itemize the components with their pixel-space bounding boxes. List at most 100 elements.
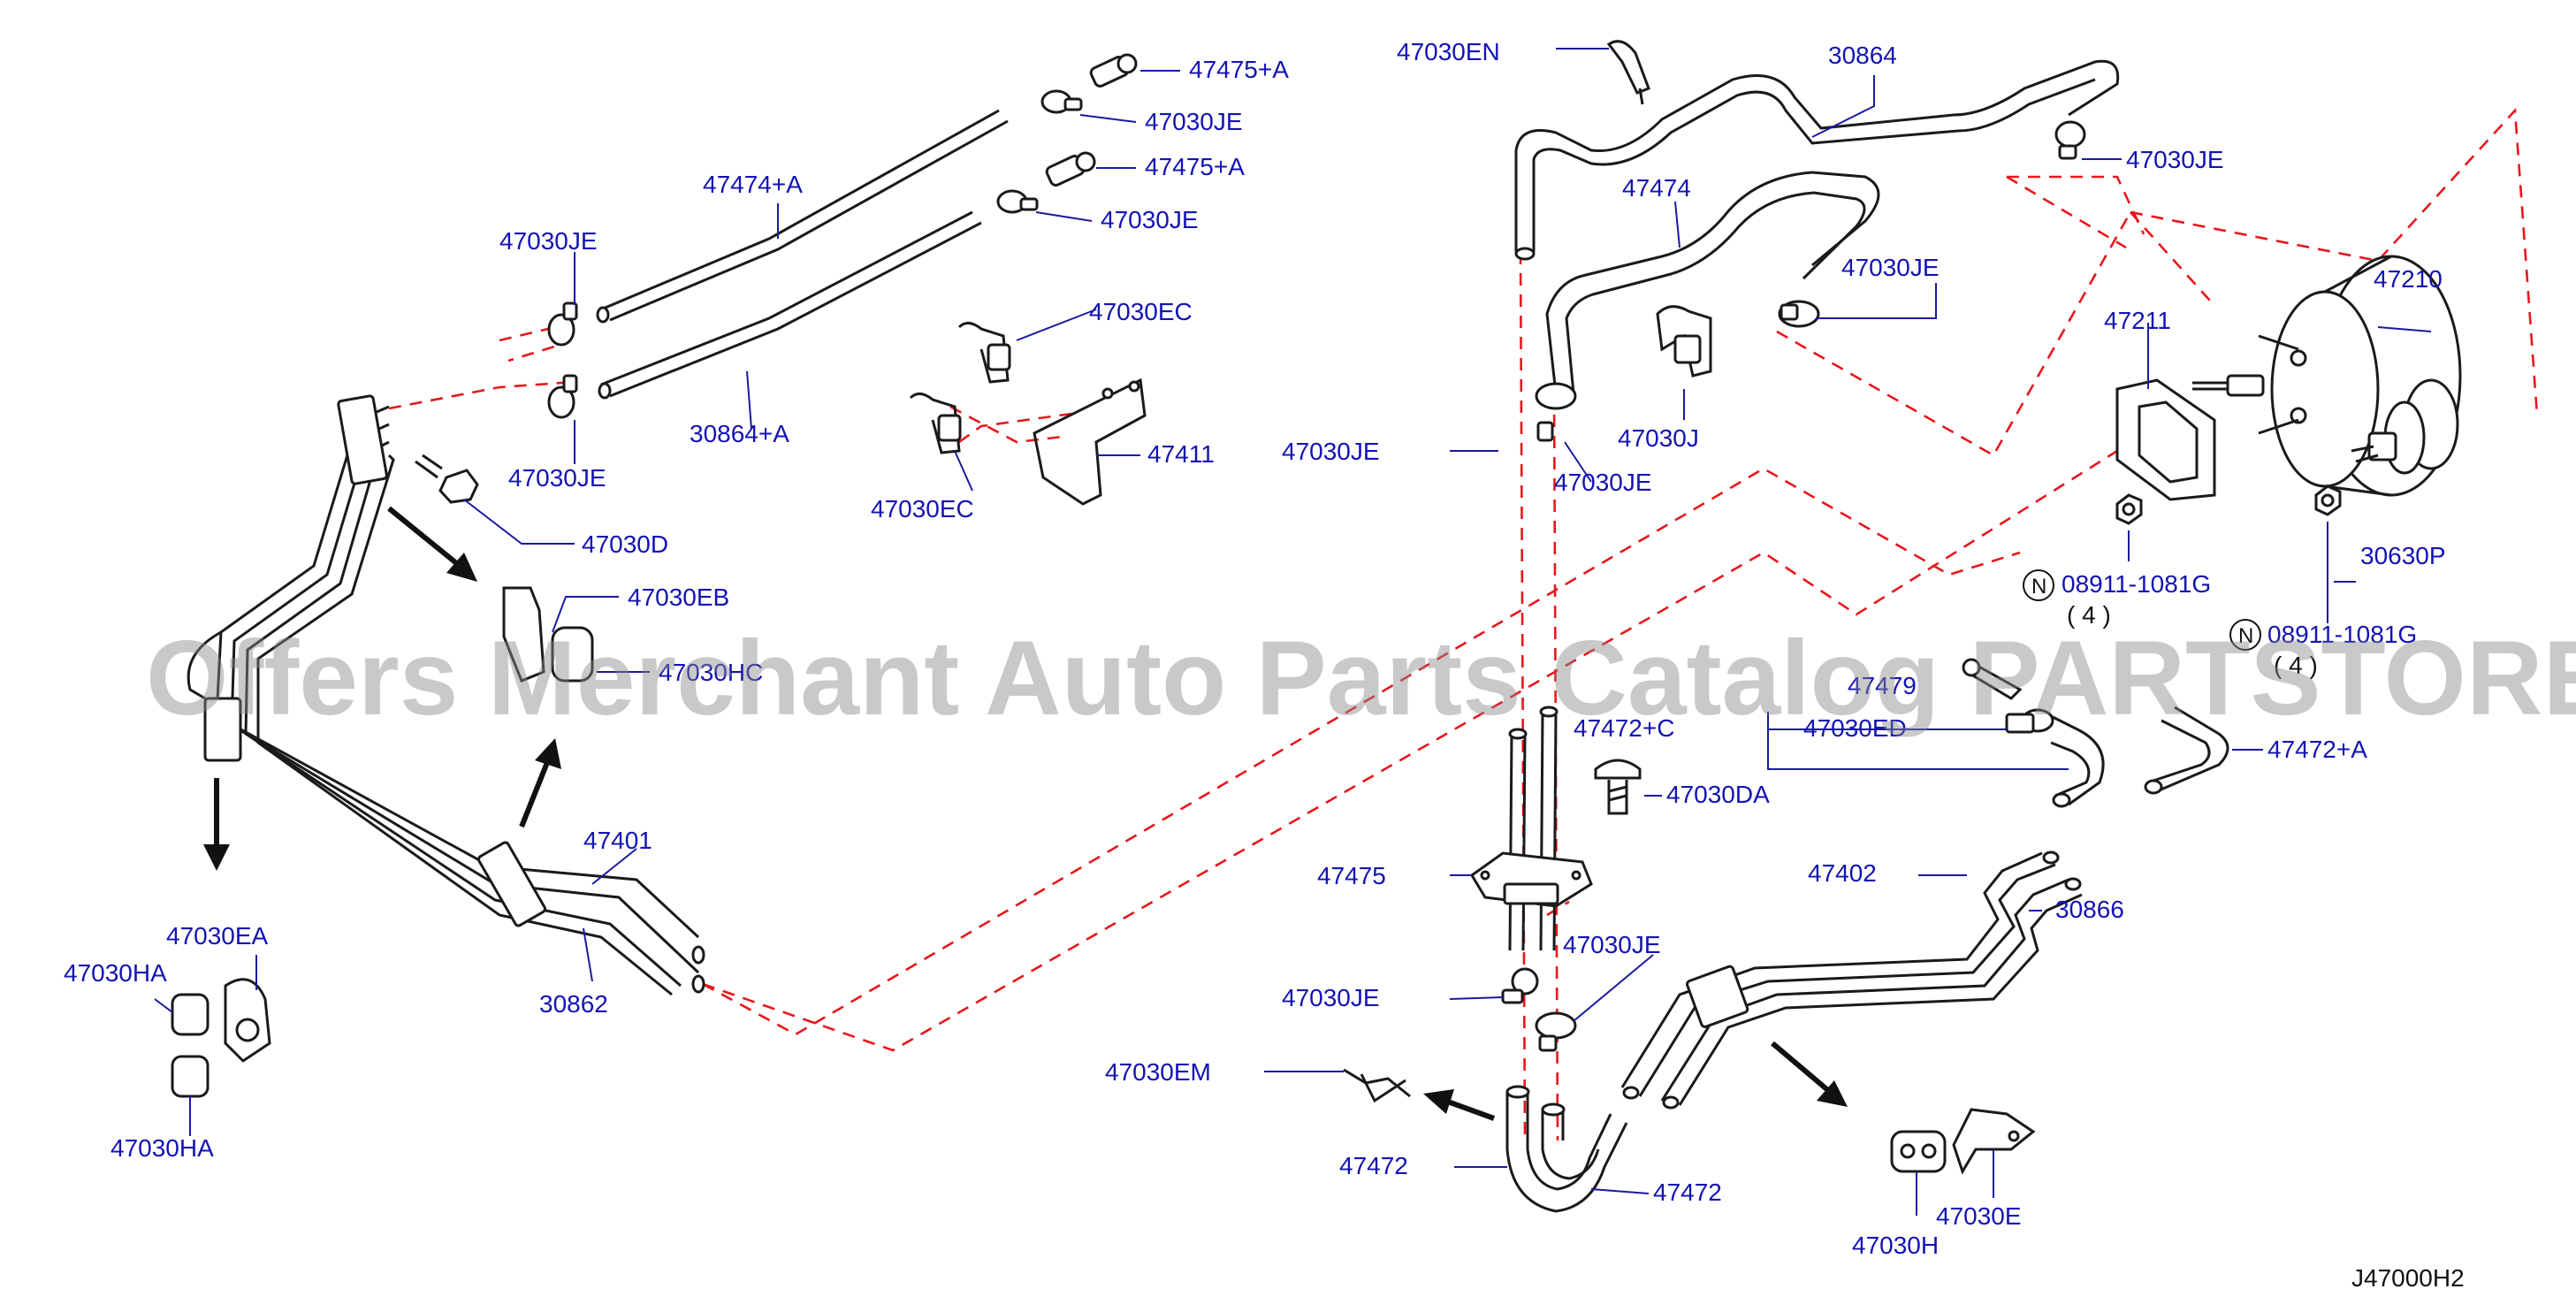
callout-labels: 47475+A 47030JE 47475+A 47030JE 47474+A …	[64, 38, 2446, 1259]
hose-47474	[1545, 171, 1880, 394]
callout-47474a: 47474+A	[703, 171, 803, 198]
check-valve-47475	[1470, 706, 1593, 951]
callout-47030je-2: 47030JE	[1101, 206, 1199, 233]
callout-08911-2: 08911-1081G	[2267, 621, 2417, 648]
nut-icon-2	[2314, 484, 2342, 516]
callout-47030e: 47030E	[1936, 1202, 2022, 1230]
callout-47402: 47402	[1808, 859, 1877, 887]
callout-47401: 47401	[583, 827, 652, 854]
callout-47030ed: 47030ED	[1803, 714, 1907, 742]
bracket-47030e	[1952, 1108, 2036, 1175]
callout-08911-1: 08911-1081G	[2062, 570, 2211, 598]
clip-47030ec-lower	[909, 393, 962, 454]
callout-47030en: 47030EN	[1397, 38, 1500, 65]
hose-clamp-icon-8	[1535, 1011, 1577, 1052]
callout-47030je-4: 47030JE	[508, 464, 606, 492]
upper-left-parts	[415, 53, 1147, 683]
holder-47030ha-1	[171, 993, 210, 1036]
hose-clamp-icon-2	[996, 189, 1039, 214]
callout-47030je-3: 47030JE	[499, 227, 598, 255]
tube-clip-right	[1686, 965, 1749, 1028]
vacuum-valve-30630P	[2351, 378, 2459, 475]
tube-clip-left	[203, 697, 242, 762]
cable-tie-47030en	[1606, 40, 1650, 105]
callout-47030ha-1: 47030HA	[64, 959, 167, 987]
callout-47474: 47474	[1622, 174, 1691, 202]
nut-icon-1	[2115, 493, 2143, 525]
clip-47030em	[1343, 1068, 1411, 1103]
callout-47030je-7: 47030JE	[1282, 438, 1380, 465]
callout-47030j: 47030J	[1618, 424, 1699, 452]
callout-30862: 30862	[539, 990, 608, 1018]
hose-30864a	[600, 210, 982, 398]
svg-text:N: N	[2031, 575, 2046, 599]
pin-47479	[1962, 658, 2023, 700]
hose-clamp-icon-1	[1040, 89, 1083, 114]
callout-30864: 30864	[1828, 42, 1897, 69]
callout-47030ha-2: 47030HA	[111, 1134, 214, 1162]
callout-47475: 47475	[1317, 862, 1386, 889]
callout-47030je-6: 47030JE	[1841, 254, 1940, 281]
callout-47411: 47411	[1147, 440, 1215, 468]
callout-47030je-9: 47030JE	[1563, 931, 1661, 958]
callout-30866: 30866	[2055, 896, 2124, 923]
hose-clamp-icon-7	[1535, 382, 1577, 442]
bracket-47030eb	[502, 586, 545, 683]
figure-reference-code: J47000H2	[2351, 1264, 2465, 1292]
holder-47030h	[1890, 1130, 1947, 1173]
tube-clip-upper	[337, 394, 388, 485]
hose-47472-pair	[1505, 1085, 1628, 1213]
connector-47475a-upper	[1089, 53, 1138, 88]
callout-47030ea: 47030EA	[166, 922, 269, 950]
hose-47474a	[600, 109, 1009, 322]
direction-arrows	[203, 506, 1848, 1121]
hose-clamp-icon-4	[547, 374, 578, 419]
callout-47030em: 47030EM	[1105, 1058, 1211, 1086]
callout-47030je-8: 47030JE	[1554, 469, 1652, 496]
tube-clip-lower	[477, 841, 546, 927]
callout-47030ec-1: 47030EC	[1089, 298, 1193, 325]
callout-30864a: 30864+A	[690, 420, 789, 447]
holder-47030ha-2	[171, 1055, 210, 1098]
right-tube-assembly	[1620, 851, 2083, 1110]
screw-47030da	[1594, 759, 1642, 815]
clip-47030ec-upper	[957, 322, 1011, 384]
callout-47030h: 47030H	[1852, 1232, 1939, 1259]
bolt-47030d	[415, 454, 479, 504]
callout-47479: 47479	[1848, 672, 1917, 699]
leader-lines	[154, 48, 2432, 1216]
connector-47475a-lower	[1045, 151, 1096, 187]
svg-text:N: N	[2238, 624, 2253, 648]
callout-47472-1: 47472	[1339, 1152, 1408, 1179]
hose-30864	[1514, 59, 2120, 252]
callout-47472a: 47472+A	[2267, 736, 2367, 763]
callout-47030eb: 47030EB	[628, 584, 729, 611]
hose-clamp-icon-9	[1501, 967, 1539, 1004]
n-marker-icon-1: N	[2023, 569, 2054, 601]
callout-47211: 47211	[2104, 307, 2171, 334]
callout-47030d: 47030D	[582, 530, 668, 558]
holder-47030hc	[551, 626, 594, 683]
hose-clamp-icon-6	[1778, 300, 1820, 328]
clip-group-47030ea	[171, 978, 271, 1098]
hose-47472c-47472a	[2050, 706, 2229, 808]
callout-47472-2: 47472	[1653, 1179, 1722, 1206]
gasket-47211	[2115, 378, 2216, 501]
callout-47030hc: 47030HC	[659, 659, 763, 686]
callout-47472c: 47472+C	[1574, 714, 1674, 742]
clip-47030j	[1656, 305, 1712, 378]
callout-47030ec-2: 47030EC	[871, 495, 974, 523]
bracket-47411	[1033, 378, 1147, 506]
callout-47030je-10: 47030JE	[1282, 984, 1380, 1011]
clamp-47030ed	[2005, 708, 2054, 734]
callout-47475a-2: 47475+A	[1145, 153, 1245, 180]
center-upper-hoses	[1501, 40, 2120, 1052]
callout-47030je-5: 47030JE	[2126, 146, 2224, 173]
callout-47210: 47210	[2374, 265, 2443, 293]
hose-clamp-icon-5	[2054, 120, 2086, 160]
callout-30630p: 30630P	[2360, 542, 2446, 569]
callout-47030je-1: 47030JE	[1145, 108, 1243, 135]
callout-47030da: 47030DA	[1666, 781, 1770, 808]
